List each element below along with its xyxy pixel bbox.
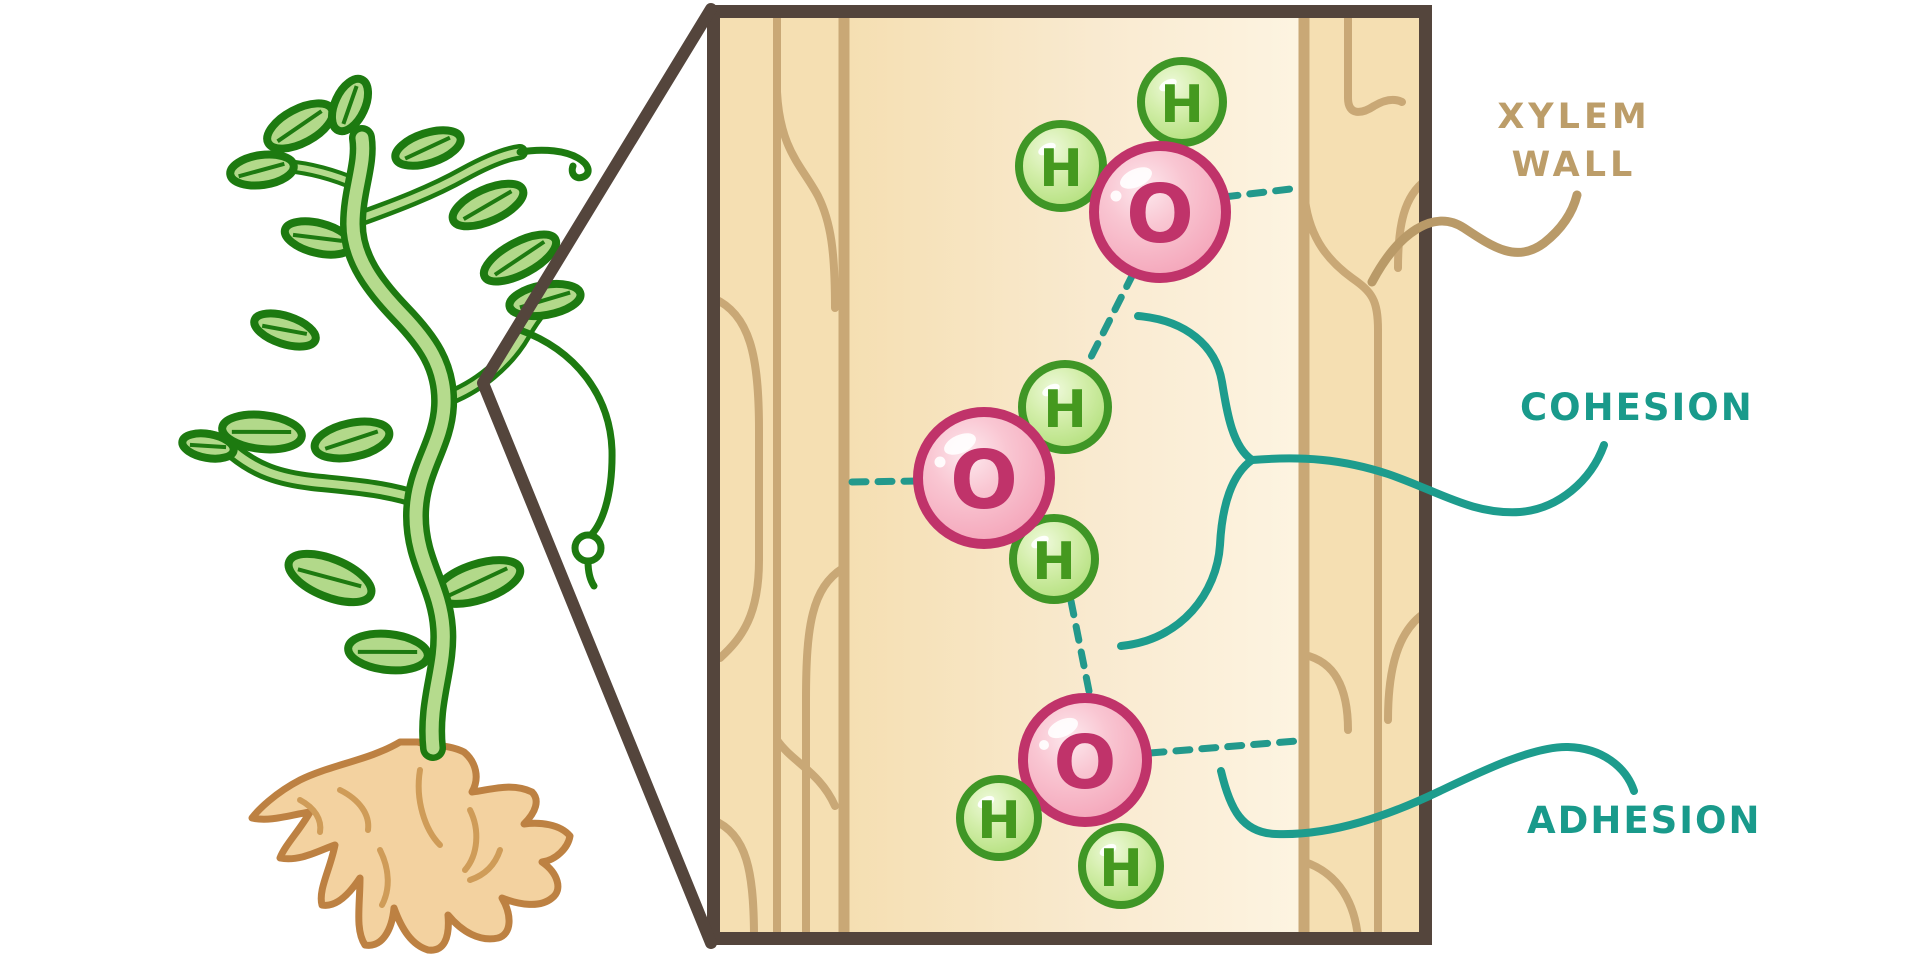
water-molecule-middle: H H O [913, 360, 1112, 604]
svg-text:O: O [950, 434, 1018, 527]
hydrogen-atom: H [956, 775, 1042, 861]
hydrogen-bonds [845, 184, 1303, 757]
hydrogen-atom: H [1018, 360, 1112, 454]
svg-text:H: H [977, 791, 1021, 851]
magnifier-callout-lines [477, 3, 717, 949]
right-wall-cell-lines [1301, 7, 1430, 942]
xylem-wall-label-line1: XYLEM [1497, 97, 1651, 137]
bond-top-molecule-to-wall [1220, 184, 1303, 201]
bond-middle-molecule-to-wall [845, 477, 922, 486]
svg-text:O: O [1054, 720, 1117, 806]
svg-text:O: O [1126, 168, 1194, 261]
water-molecule-top: H H O [1015, 57, 1231, 283]
left-wall-cell-lines [709, 7, 847, 942]
svg-text:H: H [1043, 380, 1087, 440]
adhesion-pointer-line [1217, 742, 1638, 839]
plant-tendrils [516, 146, 616, 590]
svg-text:H: H [1099, 839, 1143, 899]
water-molecule-bottom: O H H [956, 693, 1164, 909]
svg-text:H: H [1032, 532, 1076, 592]
cohesion-pointer-line [1248, 441, 1608, 517]
hydrogen-atom: H [1078, 823, 1164, 909]
root-detail-lines [297, 767, 503, 908]
xylem-wall-pointer-line [1367, 190, 1582, 287]
plant-stem [339, 125, 458, 761]
plant-leaves [178, 74, 585, 675]
oxygen-atom: O [1089, 141, 1231, 283]
plant-roots [248, 738, 574, 954]
svg-text:H: H [1039, 139, 1083, 199]
xylem-wall-label: XYLEM WALL [1440, 94, 1708, 189]
tendril-loop-icon [571, 531, 605, 565]
hydrogen-atom: H [1009, 514, 1099, 604]
bond-bottom-molecule-to-wall [1146, 737, 1301, 757]
bond-top-to-middle-molecule [1083, 270, 1137, 369]
adhesion-label: ADHESION [1527, 799, 1762, 842]
oxygen-atom: O [913, 407, 1055, 549]
tendril-top-curl [516, 146, 592, 182]
hydrogen-atom: H [1015, 120, 1107, 212]
xylem-wall-boundary-lines [838, 11, 1310, 939]
bond-middle-to-bottom-molecule [1067, 597, 1093, 695]
svg-text:H: H [1160, 75, 1204, 135]
hydrogen-atom: H [1137, 57, 1227, 147]
tendril-side-loop [516, 326, 616, 538]
magnifier-frame [707, 5, 1432, 945]
oxygen-atom: O [1018, 693, 1152, 827]
plant-illustration [178, 74, 616, 954]
cohesion-label: COHESION [1520, 386, 1754, 429]
xylem-wall-label-line2: WALL [1511, 144, 1637, 185]
